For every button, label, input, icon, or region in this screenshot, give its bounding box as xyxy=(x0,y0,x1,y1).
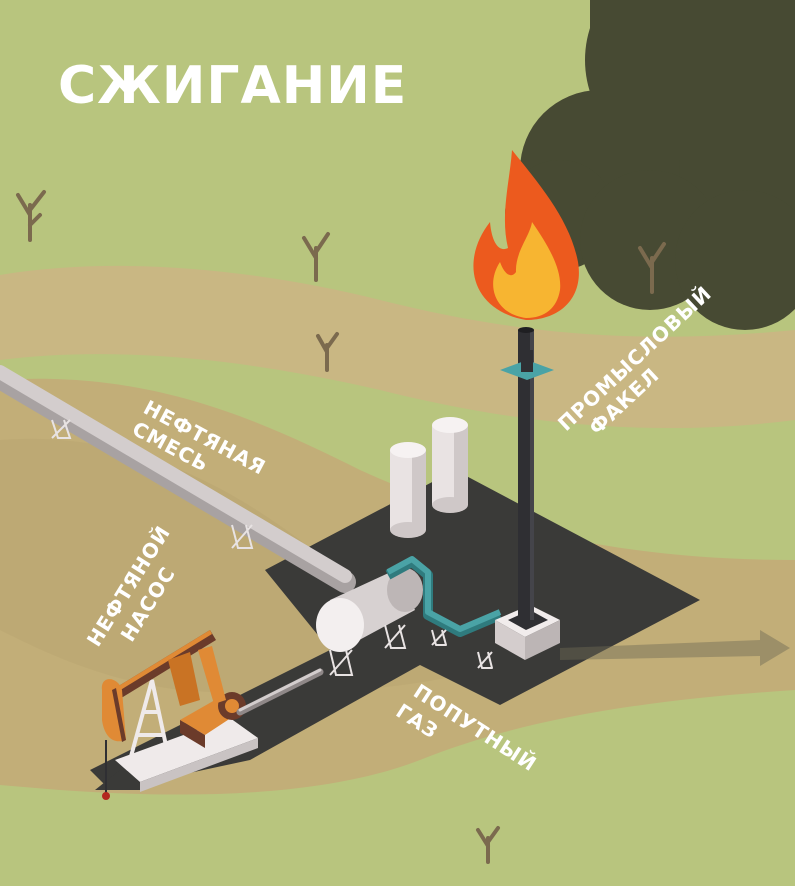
dead-tree-icon xyxy=(638,242,666,294)
dead-tree-icon xyxy=(302,232,330,282)
gas-outflow-shadow xyxy=(560,630,790,666)
dead-tree-icon xyxy=(316,332,339,372)
storage-tank xyxy=(390,442,426,538)
flame-icon xyxy=(473,150,579,320)
dead-tree-icon xyxy=(476,826,500,864)
page-title: СЖИГАНИЕ xyxy=(58,56,407,116)
separator-vessel xyxy=(316,568,423,676)
dead-tree-icon xyxy=(16,190,46,242)
soil-band-upper xyxy=(0,265,795,429)
oil-pipeline xyxy=(0,365,356,593)
oil-pump xyxy=(95,630,324,800)
storage-tank xyxy=(432,417,468,513)
gas-pipe xyxy=(385,556,502,669)
flare-stack xyxy=(500,327,554,620)
